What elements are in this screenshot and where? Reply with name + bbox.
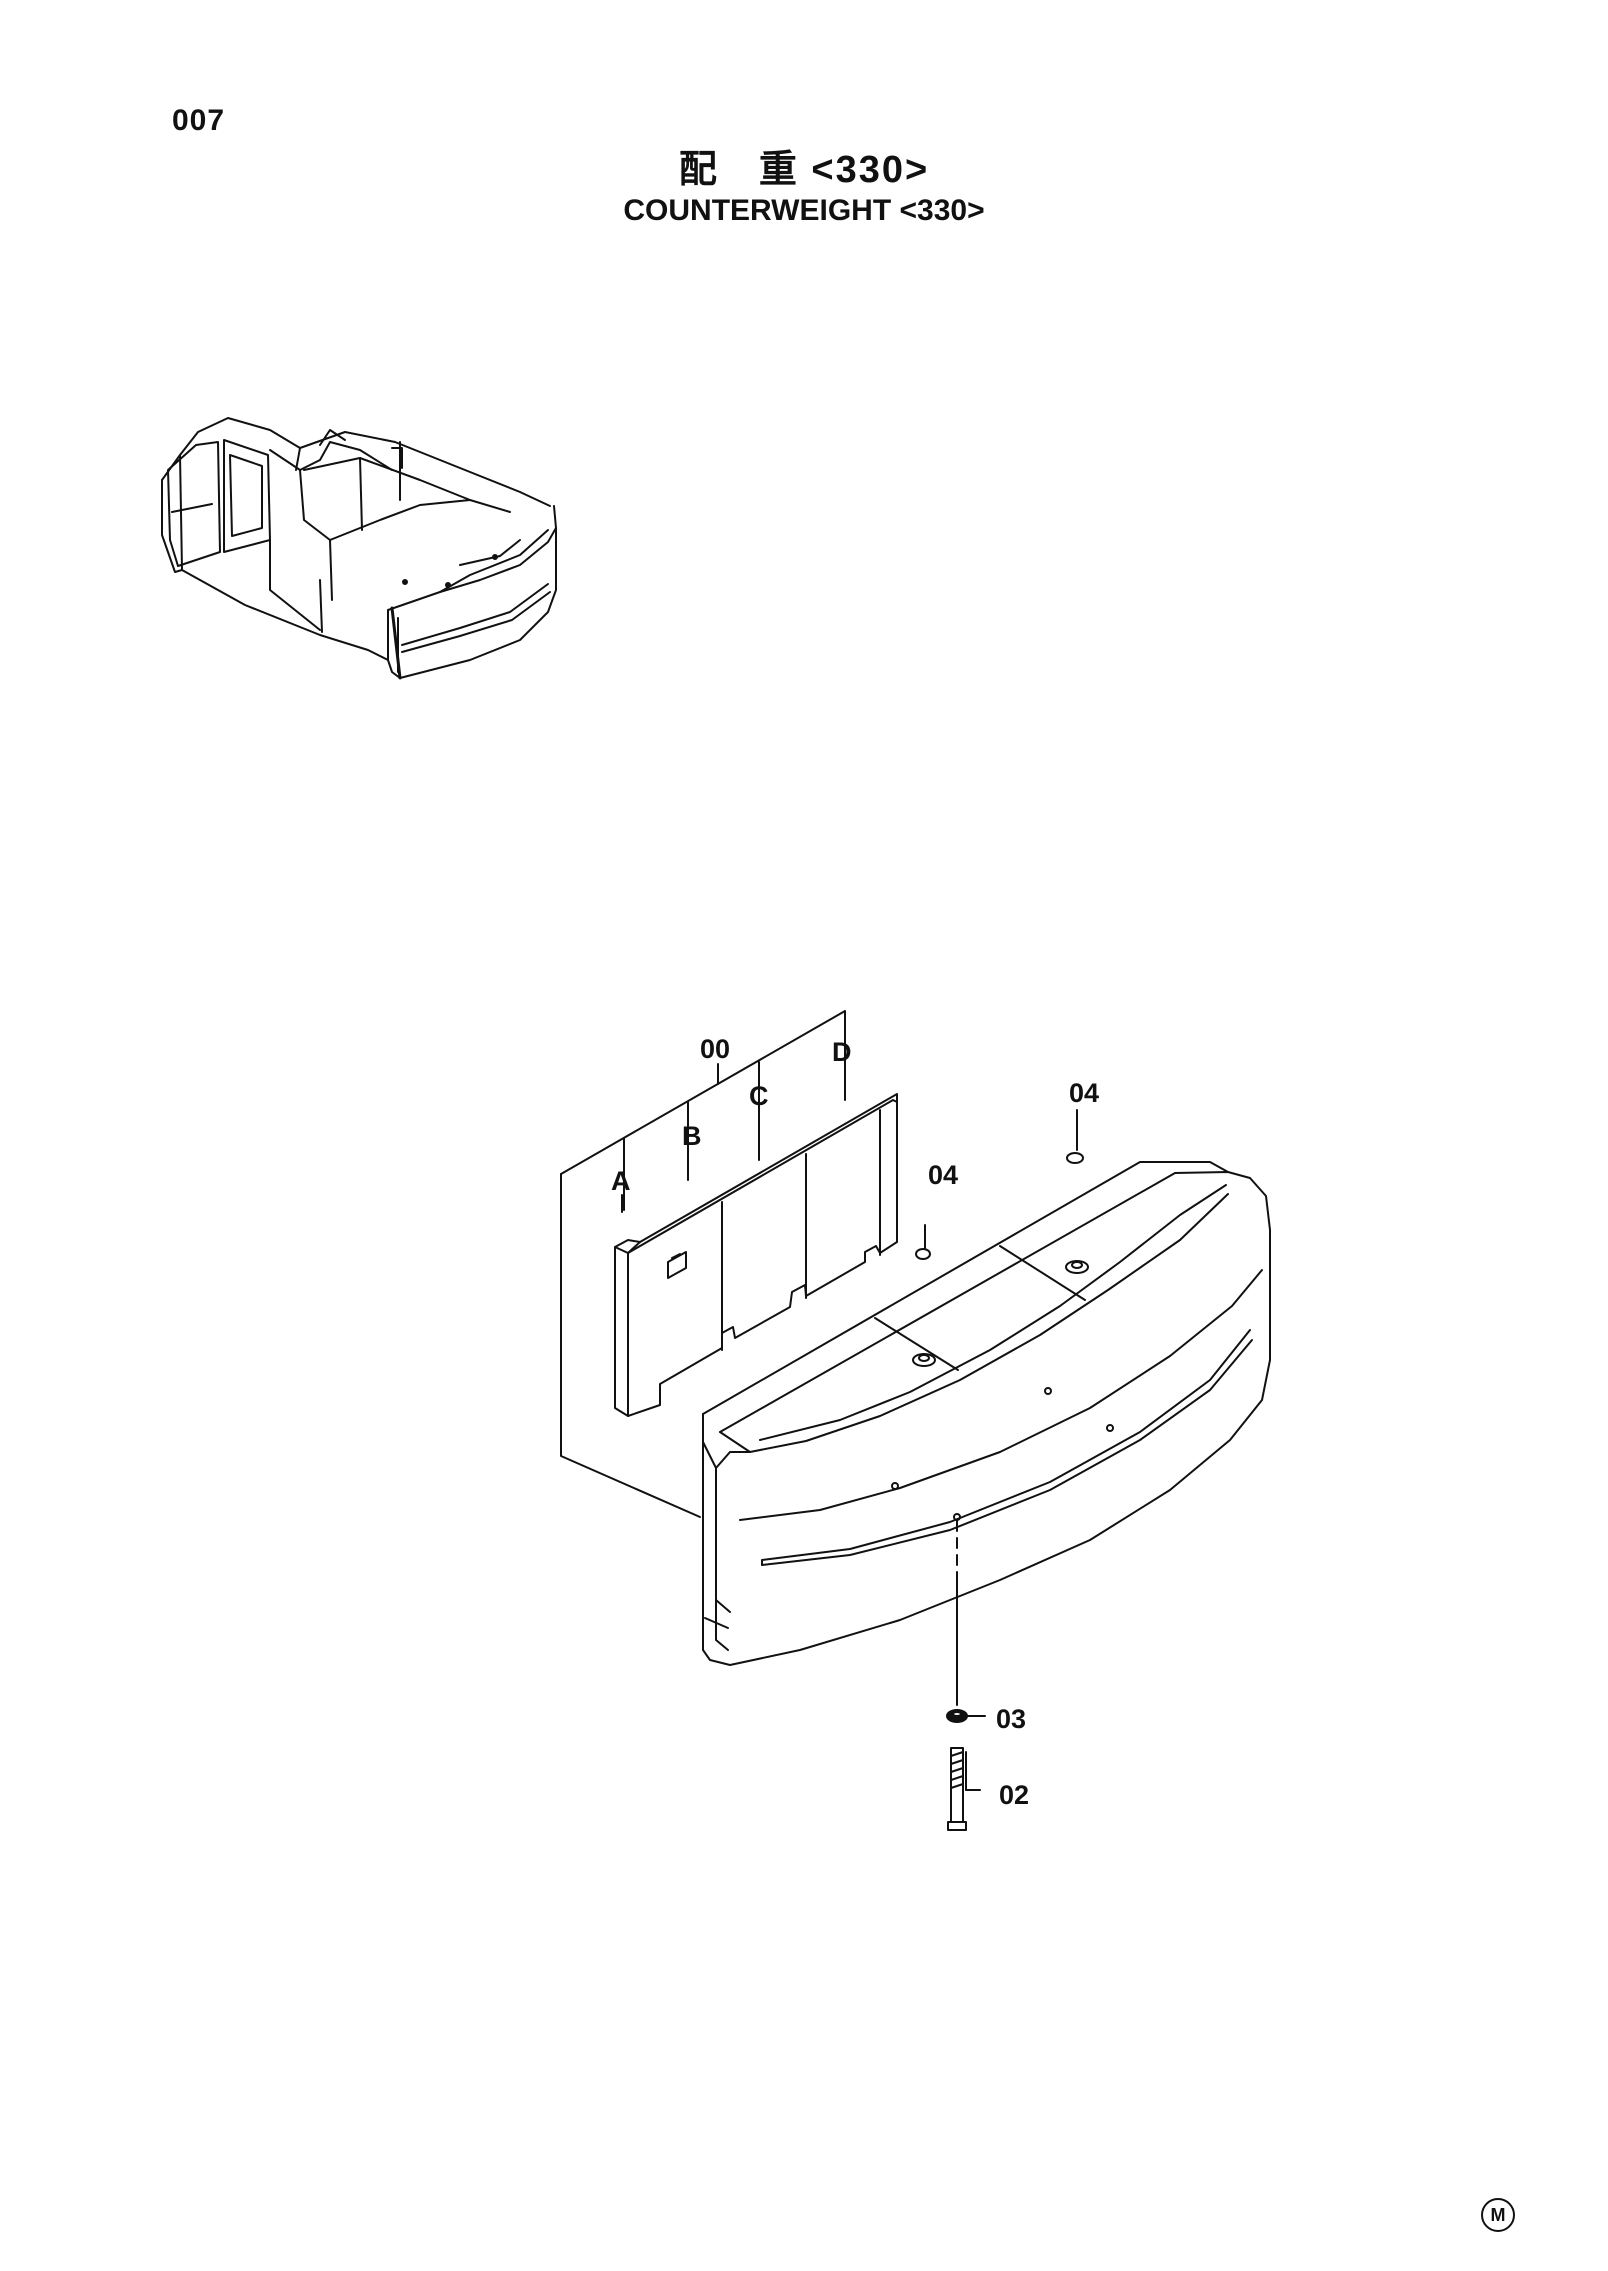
bolt-icon: [947, 1747, 967, 1831]
callout-assembly: 00: [700, 1034, 730, 1064]
callout-washer: 03: [996, 1704, 1026, 1734]
callout-cap-left: 04: [928, 1160, 958, 1190]
washer-icon: [946, 1709, 968, 1723]
cap-parts: [915, 1109, 1084, 1260]
counterweight-diagram: [702, 1161, 1271, 1666]
excavator-overview-icon: [161, 417, 557, 680]
callout-bolt: 02: [999, 1780, 1029, 1810]
plate-set: [614, 1093, 898, 1417]
fastener-parts: [946, 1520, 986, 1831]
page-title-japanese: 配 重 <330>: [678, 149, 930, 191]
page-number: 007: [172, 104, 226, 137]
callout-b: B: [682, 1121, 702, 1151]
callout-cap-right: 04: [1069, 1078, 1099, 1108]
manufacturer-mark: M: [1481, 2198, 1515, 2232]
assembly-bracket: [560, 1010, 846, 1518]
page-title-english: COUNTERWEIGHT <330>: [623, 194, 985, 227]
callout-c: C: [749, 1081, 769, 1111]
callout-d: D: [832, 1037, 852, 1067]
callout-a: A: [611, 1166, 631, 1196]
